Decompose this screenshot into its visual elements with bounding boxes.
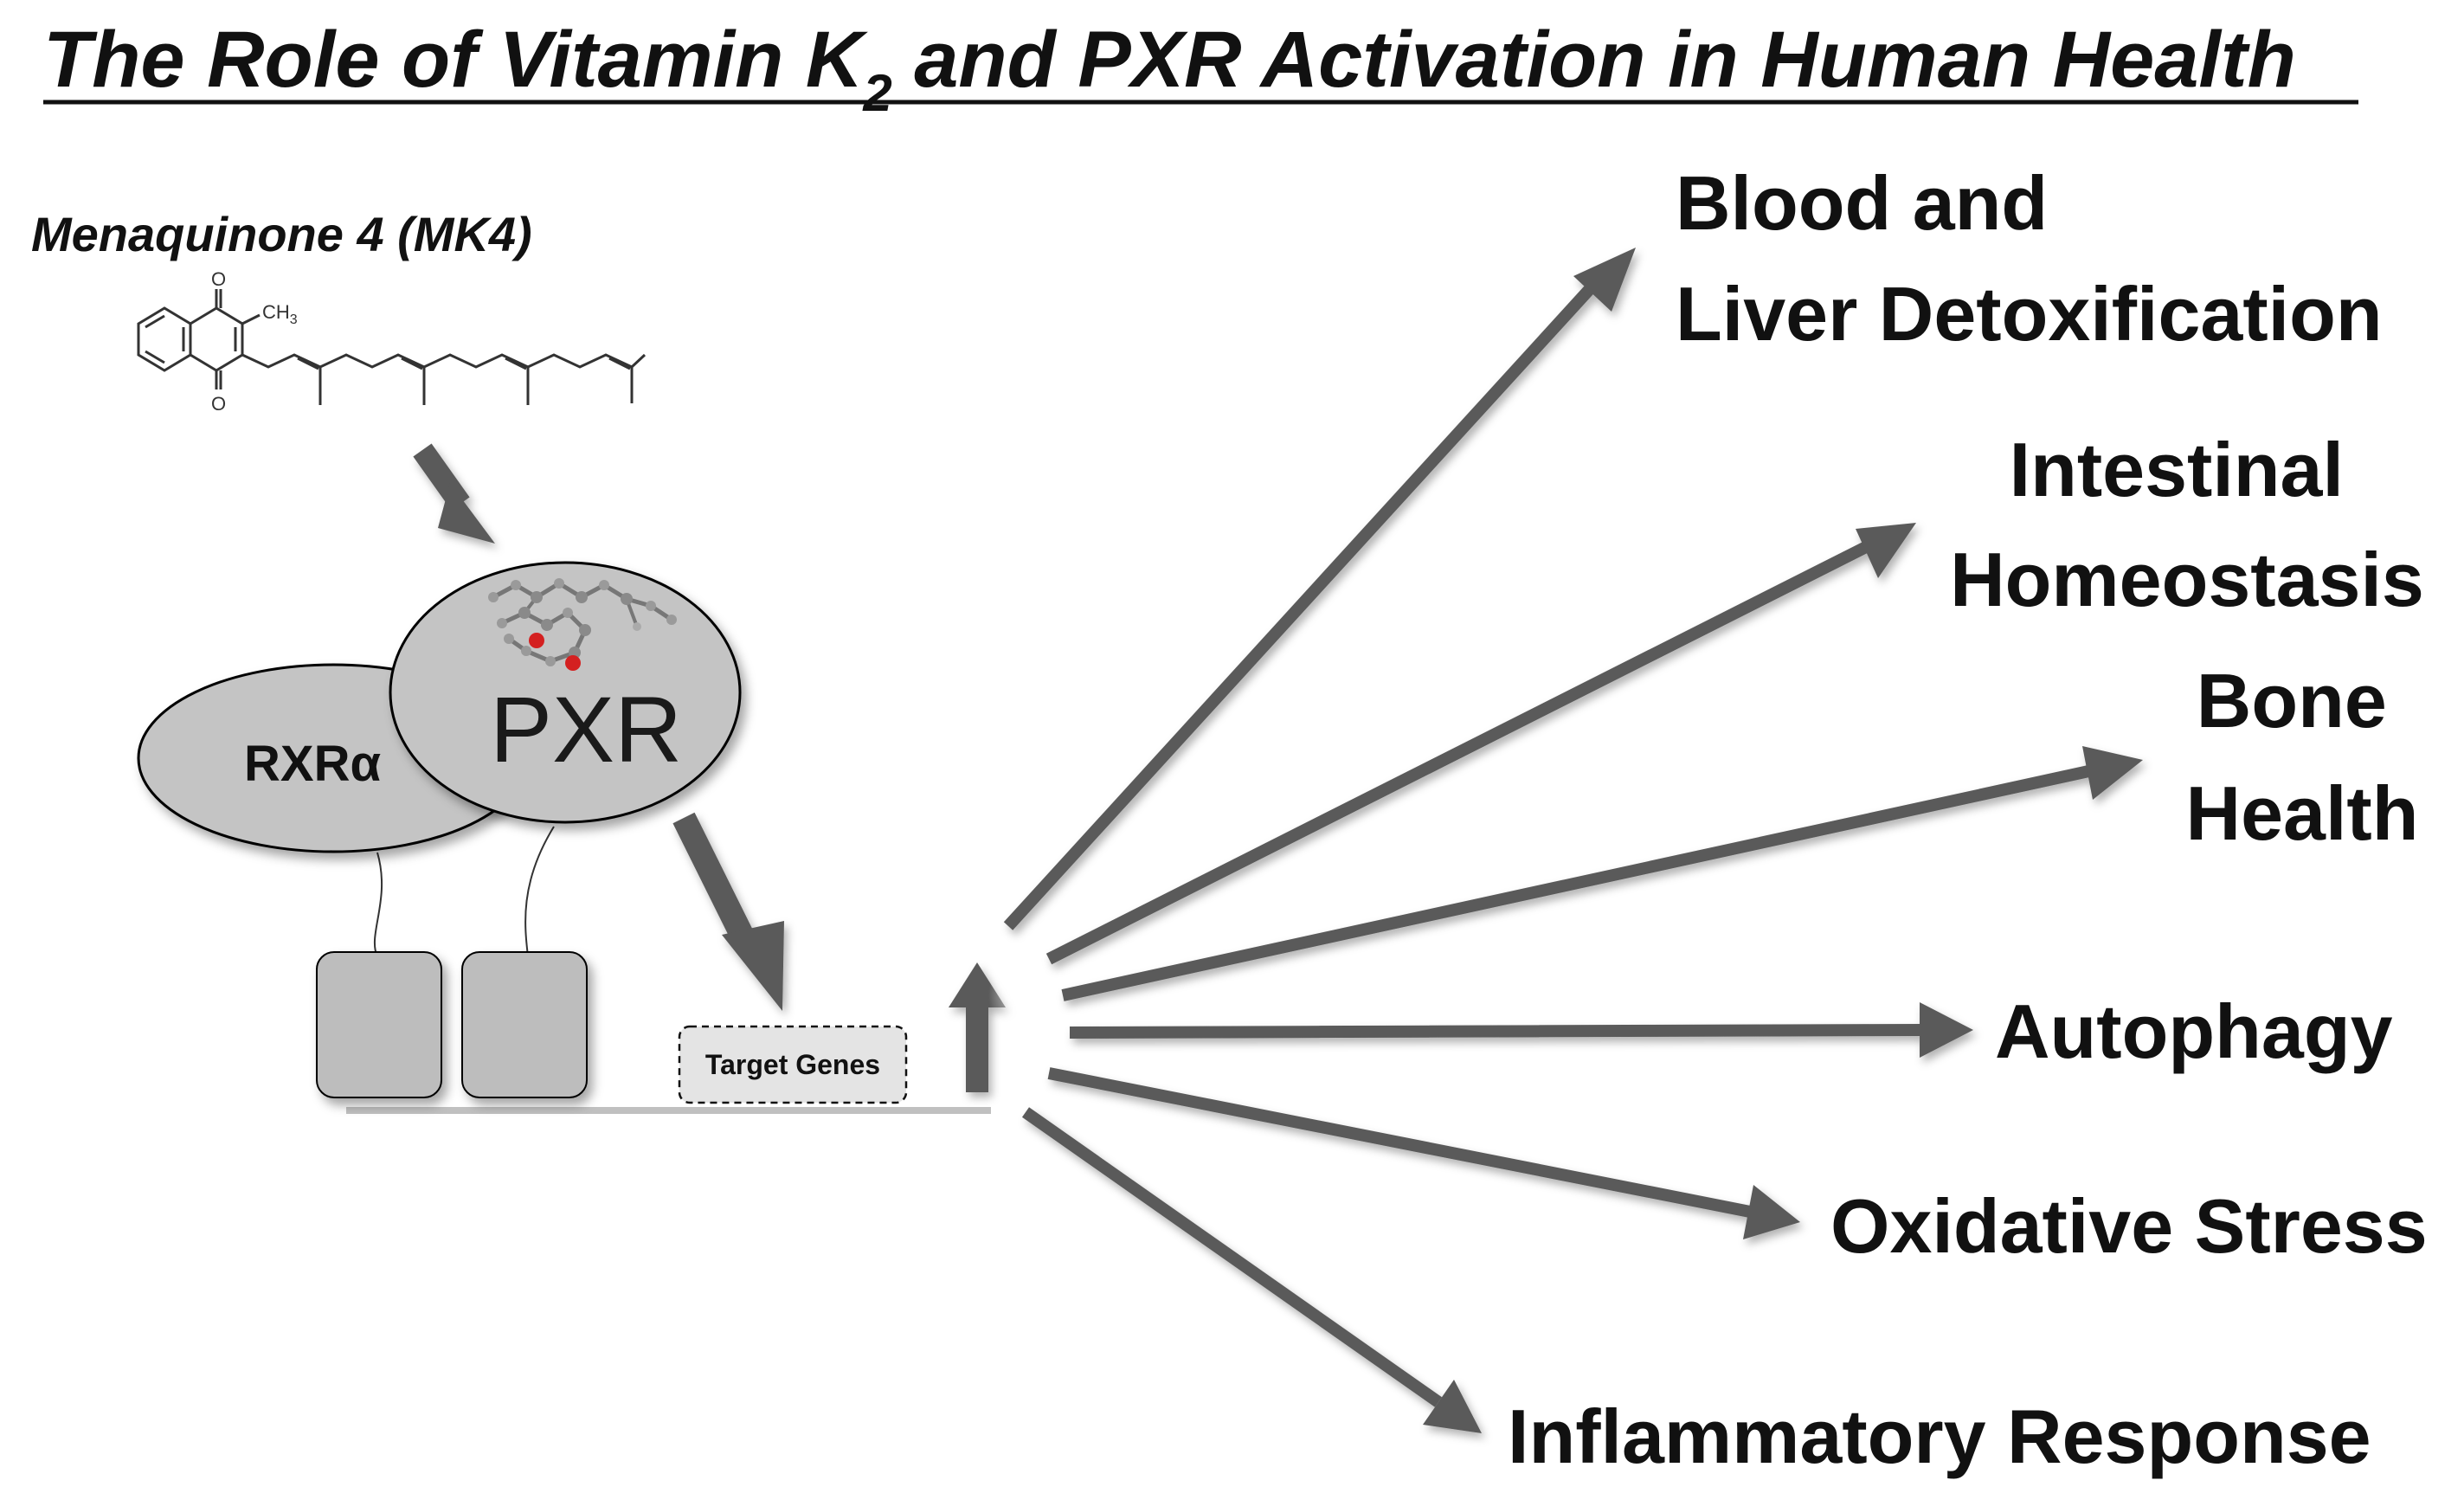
carbonyl-oxygen-bottom: O	[211, 393, 226, 415]
arrow-to-bone-health	[1061, 746, 2143, 1001]
arrow-to-autophagy	[1069, 1002, 1973, 1058]
pxr-response-element	[461, 951, 588, 1098]
rxr-response-element	[316, 951, 442, 1098]
page-title: The Role of Vitamin K2 and PXR Activatio…	[43, 16, 2358, 122]
arrow-hub-glow	[988, 954, 1071, 1037]
outcome-oxidative-stress: Oxidative Stress	[1830, 1183, 2428, 1269]
bound-mk4-model	[488, 578, 677, 671]
svg-text:The Role of Vitamin K2 and PXR: The Role of Vitamin K2 and PXR Activatio…	[43, 16, 2296, 122]
rxr-tether	[373, 852, 383, 957]
outcome-intestinal-homeostasis: Intestinal Homeostasis	[1950, 427, 2424, 622]
transcription-arrow	[672, 812, 784, 1011]
arrow-to-intestinal-homeostasis	[1045, 523, 1916, 965]
pxr-receptor: PXR	[389, 561, 742, 824]
rxr-label: RXRα	[244, 736, 381, 792]
binding-arrow	[413, 443, 495, 544]
oxygen-atom	[565, 655, 581, 671]
target-genes-box: Target Genes	[678, 1025, 908, 1104]
arrow-to-oxidative-stress	[1047, 1067, 1800, 1239]
outcome-autophagy: Autophagy	[1995, 988, 2393, 1074]
ligand-name: Menaquinone 4 (MK4)	[31, 207, 532, 261]
outcome-detoxification: Blood and Liver Detoxification	[1676, 160, 2383, 357]
arrow-to-inflammatory-response	[1021, 1107, 1482, 1433]
title-subscript: 2	[862, 64, 891, 122]
outcome-bone-health: Bone Health	[2186, 658, 2419, 856]
arrow-to-detoxification	[1003, 248, 1636, 930]
title-prefix: The Role of Vitamin K	[43, 16, 869, 104]
pxr-label: PXR	[490, 677, 682, 782]
outcome-inflammatory-response: Inflammatory Response	[1508, 1393, 2371, 1479]
oxygen-atom	[529, 633, 544, 648]
mk4-structure	[137, 289, 647, 405]
methyl-label: CH3	[262, 301, 298, 327]
outcome-labels: Blood and Liver Detoxification Intestina…	[1508, 160, 2428, 1479]
target-genes-label: Target Genes	[705, 1049, 880, 1080]
outcome-arrows	[1003, 248, 2143, 1433]
pxr-tether	[524, 826, 555, 957]
carbonyl-oxygen-top: O	[211, 268, 226, 290]
title-suffix: and PXR Activation in Human Health	[892, 16, 2296, 104]
